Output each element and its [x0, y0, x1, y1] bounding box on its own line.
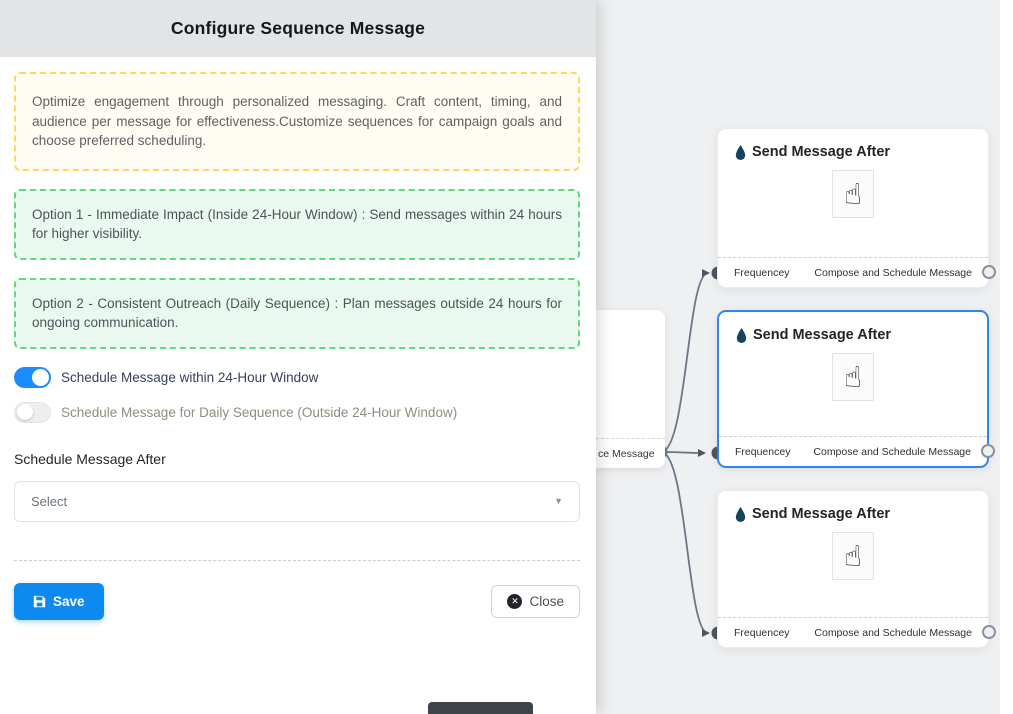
panel-header: Configure Sequence Message	[0, 0, 596, 57]
close-icon: ✕	[507, 593, 523, 609]
node-compose-link[interactable]: Compose and Schedule Message	[813, 445, 971, 458]
node-title: Send Message After	[752, 506, 891, 522]
flow-node-send-message-2[interactable]: Send Message After ☝ Frequencey Compose …	[717, 310, 995, 468]
toggle-knob	[17, 404, 33, 421]
node-frequency-link[interactable]: Frequencey	[734, 266, 790, 279]
toggle-row-24h: Schedule Message within 24-Hour Window	[14, 366, 580, 388]
node-footer: Frequencey Compose and Schedule Message	[719, 436, 987, 466]
info-callout: Optimize engagement through personalized…	[14, 72, 580, 171]
node-output-handle[interactable]	[982, 265, 996, 279]
action-buttons: Save ✕ Close	[14, 582, 580, 620]
toggle-daily-sequence[interactable]	[14, 401, 51, 423]
flow-node-send-message-3[interactable]: Send Message After ☝ Frequencey Compose …	[717, 490, 996, 648]
option2-callout: Option 2 - Consistent Outreach (Daily Se…	[14, 277, 580, 349]
node-footer: Frequencey Compose and Schedule Message	[718, 257, 988, 287]
save-button[interactable]: Save	[14, 582, 104, 620]
option1-callout: Option 1 - Immediate Impact (Inside 24-H…	[14, 188, 580, 260]
tap-hand-icon: ☝	[832, 170, 874, 218]
node-compose-link[interactable]: Compose and Schedule Message	[814, 266, 972, 279]
divider	[14, 559, 580, 561]
node-header: Send Message After	[718, 129, 988, 160]
schedule-after-label: Schedule Message After	[14, 450, 166, 467]
node-title: Send Message After	[752, 144, 891, 160]
node-output-handle[interactable]	[981, 444, 995, 458]
edge-to-node-3	[660, 451, 710, 637]
node-header: Send Message After	[719, 312, 987, 343]
save-button-label: Save	[53, 593, 85, 609]
water-drop-icon	[735, 327, 748, 343]
node-frequency-link[interactable]: Frequencey	[734, 626, 790, 639]
toggle-24h-window[interactable]	[14, 366, 51, 388]
water-drop-icon	[734, 144, 747, 160]
panel-title: Configure Sequence Message	[170, 18, 426, 38]
node-title: Send Message After	[753, 327, 892, 343]
select-value: Select	[31, 493, 68, 509]
schedule-after-select[interactable]: Select ▼	[14, 480, 580, 522]
node-footer: Frequencey Compose and Schedule Message	[718, 617, 988, 647]
toggle-knob	[32, 368, 49, 386]
flow-canvas[interactable]: ce Message Send Message After ☝ Frequenc…	[596, 0, 1013, 714]
close-button-label: Close	[529, 593, 564, 609]
configure-sequence-panel: Configure Sequence Message Optimize enga…	[0, 0, 596, 620]
node-compose-link[interactable]: Compose and Schedule Message	[814, 626, 972, 639]
water-drop-icon	[734, 506, 747, 522]
node-frequency-link[interactable]: Frequencey	[735, 445, 791, 458]
save-icon	[33, 595, 46, 608]
bottom-dark-bar	[428, 702, 533, 714]
node-header: Send Message After	[718, 491, 988, 522]
tap-hand-icon: ☝	[832, 353, 874, 401]
close-button[interactable]: ✕ Close	[491, 584, 580, 618]
scrollbar-track[interactable]	[1000, 0, 1013, 714]
flow-node-send-message-1[interactable]: Send Message After ☝ Frequencey Compose …	[717, 128, 996, 288]
chevron-down-icon: ▼	[554, 496, 563, 507]
node-output-handle[interactable]	[982, 625, 996, 639]
toggle-row-daily: Schedule Message for Daily Sequence (Out…	[14, 401, 580, 423]
toggle-daily-label: Schedule Message for Daily Sequence (Out…	[61, 404, 458, 420]
toggle-24h-label: Schedule Message within 24-Hour Window	[61, 369, 319, 385]
source-node-partial[interactable]: ce Message	[596, 310, 665, 468]
edge-to-node-1	[660, 269, 710, 453]
source-node-label: ce Message	[596, 438, 665, 468]
panel-body: Optimize engagement through personalized…	[0, 57, 596, 620]
tap-hand-icon: ☝	[832, 532, 874, 580]
